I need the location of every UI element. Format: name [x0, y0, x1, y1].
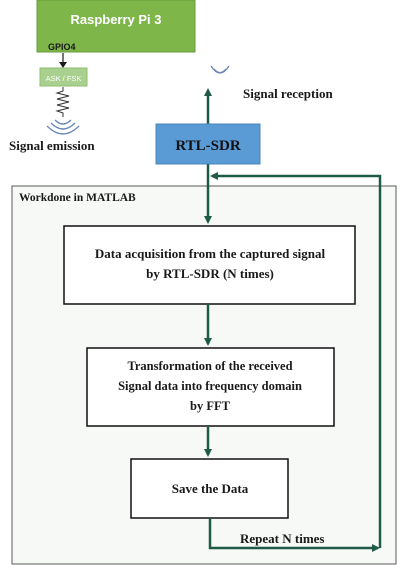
matlab-region-label: Workdone in MATLAB — [19, 192, 136, 204]
gpio-label: GPIO4 — [48, 42, 76, 52]
loop-path-return — [210, 172, 382, 548]
step-fft-line-1: Transformation of the received — [127, 359, 292, 373]
ask-fsk-module — [39, 67, 88, 87]
rtl-sdr-label: RTL-SDR — [175, 138, 240, 154]
step-fft-line-2: Signal data into frequency domain — [118, 379, 302, 393]
raspberry-pi-label: Raspberry Pi 3 — [70, 12, 161, 27]
ask-fsk-label: ASK / FSK — [46, 74, 82, 83]
signal-reception-label: Signal reception — [243, 86, 333, 101]
step-data-acquisition-line-1: Data acquisition from the captured signa… — [95, 246, 326, 261]
signal-emission-label: Signal emission — [9, 138, 95, 153]
step-fft-line-3: by FFT — [190, 399, 231, 413]
gpio-arrowhead — [59, 62, 67, 68]
step-save-data-label: Save the Data — [172, 481, 249, 496]
raspberry-pi-box — [36, 0, 196, 53]
step-data-acquisition — [63, 225, 356, 305]
loop-path-bottom — [208, 518, 380, 552]
repeat-n-times-label: Repeat N times — [240, 531, 324, 546]
rtl-sdr-box — [155, 123, 261, 165]
step-fft-transformation — [86, 347, 335, 427]
antenna-coil-icon — [55, 87, 70, 117]
emission-wave-icon — [54, 119, 72, 125]
step-data-acquisition-line-2: by RTL-SDR (N times) — [146, 266, 274, 281]
